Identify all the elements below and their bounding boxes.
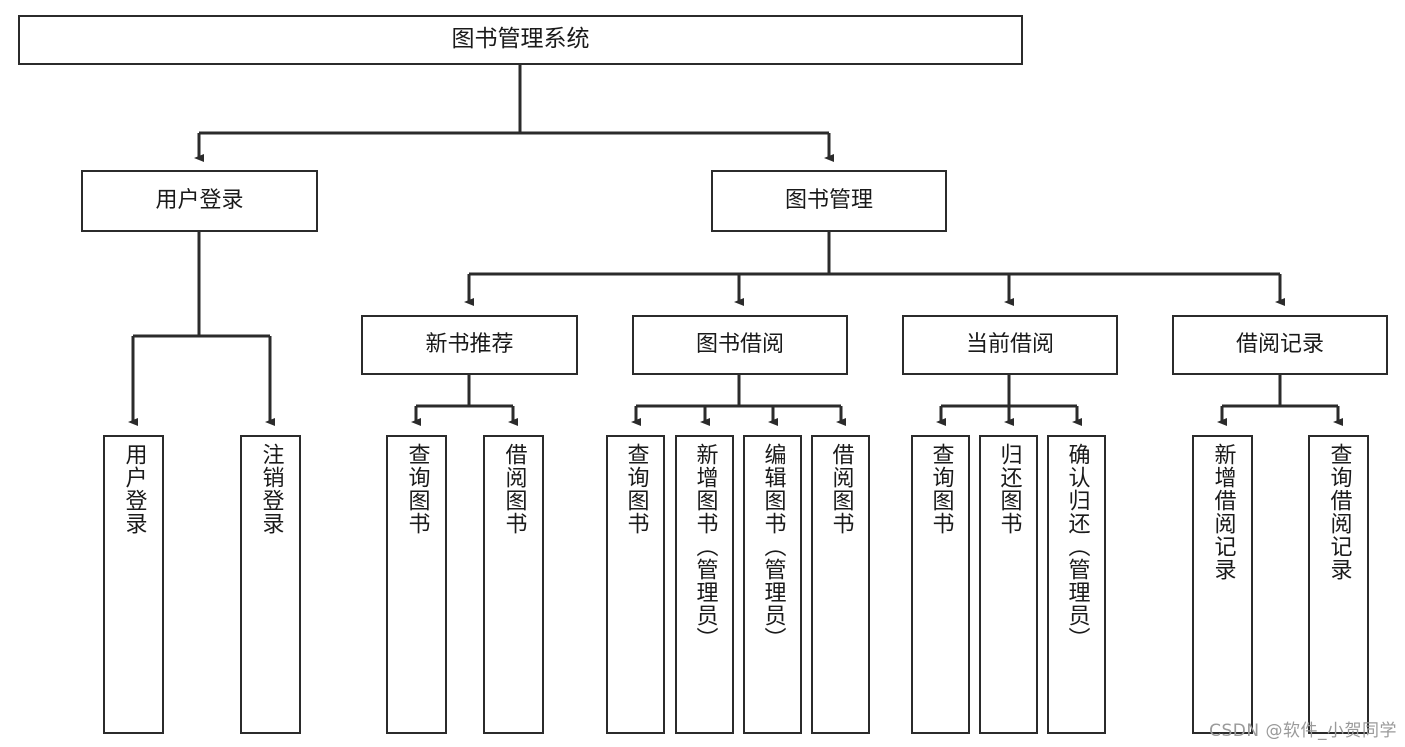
node-leaf-bookborrow-borrow[interactable]: 借阅图书	[811, 435, 870, 734]
node-book-manage-label: 图书管理	[784, 187, 873, 213]
node-leaf-currentborrow-return-label: 归还图书	[996, 443, 1022, 535]
node-root-label: 图书管理系统	[451, 26, 590, 53]
node-new-book-recommend[interactable]: 新书推荐	[361, 315, 578, 375]
node-new-book-recommend-label: 新书推荐	[425, 331, 514, 357]
node-leaf-bookborrow-borrow-label: 借阅图书	[828, 443, 854, 535]
node-leaf-bookborrow-query[interactable]: 查询图书	[606, 435, 665, 734]
node-leaf-currentborrow-query-label: 查询图书	[928, 443, 954, 535]
node-leaf-bookborrow-edit[interactable]: 编辑图书（管理员）	[743, 435, 802, 734]
node-root[interactable]: 图书管理系统	[18, 15, 1023, 65]
node-leaf-user-login-label: 用户登录	[121, 443, 147, 535]
node-leaf-user-logout-label: 注销登录	[258, 443, 284, 535]
node-current-borrow[interactable]: 当前借阅	[902, 315, 1118, 375]
node-user-login-label: 用户登录	[155, 187, 244, 213]
node-leaf-borrowrecord-query-label: 查询借阅记录	[1326, 443, 1352, 581]
node-leaf-bookborrow-query-label: 查询图书	[623, 443, 649, 535]
node-leaf-user-login[interactable]: 用户登录	[103, 435, 164, 734]
node-borrow-record[interactable]: 借阅记录	[1172, 315, 1388, 375]
node-leaf-newbook-borrow-label: 借阅图书	[501, 443, 527, 535]
node-leaf-newbook-query-label: 查询图书	[404, 443, 430, 535]
node-book-manage[interactable]: 图书管理	[711, 170, 947, 232]
node-leaf-currentborrow-confirm[interactable]: 确认归还（管理员）	[1047, 435, 1106, 734]
node-leaf-borrowrecord-query[interactable]: 查询借阅记录	[1308, 435, 1369, 734]
node-current-borrow-label: 当前借阅	[965, 331, 1054, 357]
node-leaf-borrowrecord-add[interactable]: 新增借阅记录	[1192, 435, 1253, 734]
node-leaf-newbook-query[interactable]: 查询图书	[386, 435, 447, 734]
node-book-borrow-label: 图书借阅	[695, 331, 784, 357]
node-leaf-currentborrow-confirm-label: 确认归还（管理员）	[1064, 443, 1090, 650]
node-user-login[interactable]: 用户登录	[81, 170, 318, 232]
node-leaf-bookborrow-add[interactable]: 新增图书（管理员）	[675, 435, 734, 734]
node-leaf-bookborrow-edit-label: 编辑图书（管理员）	[760, 443, 786, 650]
node-leaf-bookborrow-add-label: 新增图书（管理员）	[692, 443, 718, 650]
node-leaf-user-logout[interactable]: 注销登录	[240, 435, 301, 734]
node-borrow-record-label: 借阅记录	[1235, 331, 1324, 357]
node-book-borrow[interactable]: 图书借阅	[632, 315, 848, 375]
node-leaf-borrowrecord-add-label: 新增借阅记录	[1210, 443, 1236, 581]
node-leaf-currentborrow-query[interactable]: 查询图书	[911, 435, 970, 734]
csdn-watermark: CSDN @软件_小贺同学	[1209, 721, 1397, 741]
node-leaf-newbook-borrow[interactable]: 借阅图书	[483, 435, 544, 734]
node-leaf-currentborrow-return[interactable]: 归还图书	[979, 435, 1038, 734]
